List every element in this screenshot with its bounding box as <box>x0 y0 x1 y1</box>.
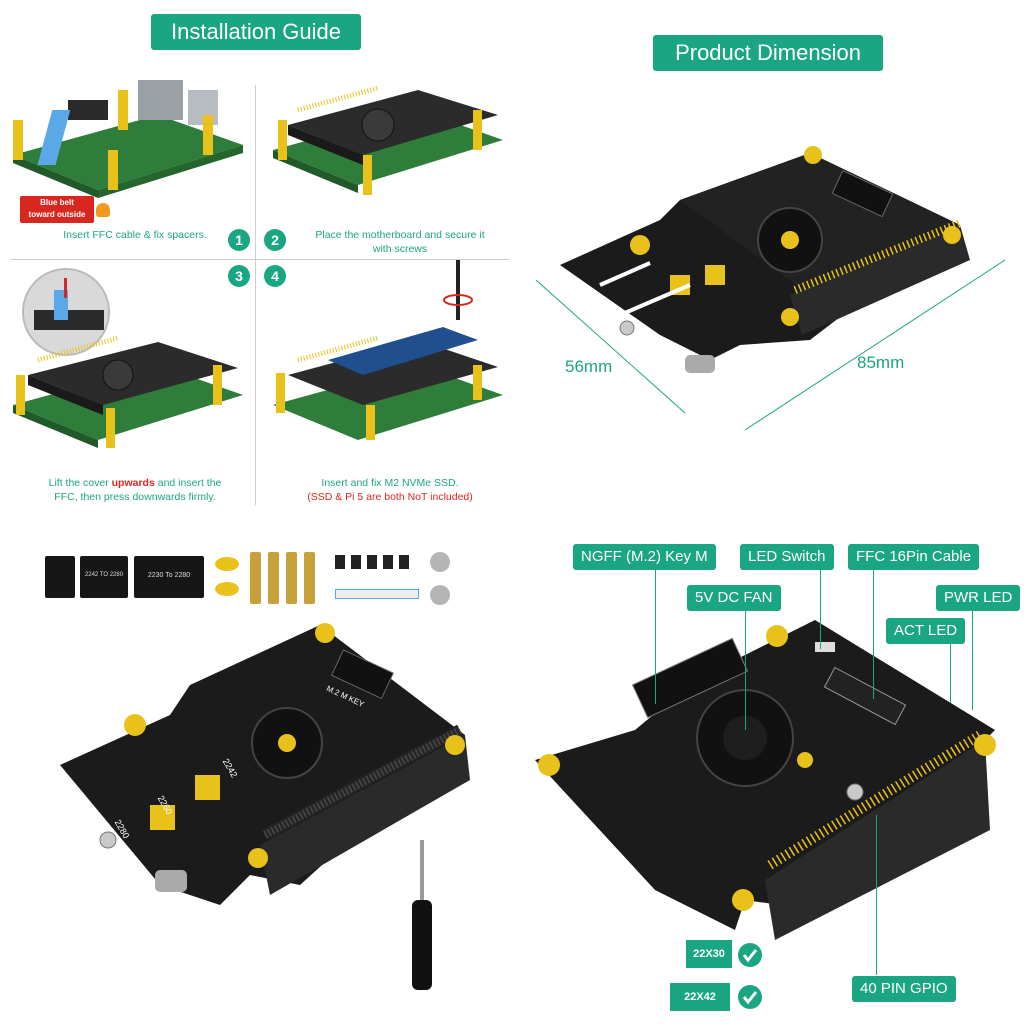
feature-board-illustration <box>535 620 996 940</box>
callout-act-led: ACT LED <box>886 618 966 644</box>
step-4-number: 4 <box>264 265 286 287</box>
step-4-caption: Insert and fix M2 NVMe SSD. (SSD & Pi 5 … <box>270 476 510 504</box>
guide-divider-vertical <box>255 85 256 505</box>
dimension-board-illustration <box>535 146 1006 431</box>
step-4-caption-line2: (SSD & Pi 5 are both NoT included) <box>307 491 473 503</box>
ffc-cable <box>335 589 419 599</box>
warning-label-line2: toward outside <box>28 210 86 219</box>
brass-standoff-4 <box>304 552 315 604</box>
silver-screw-2 <box>430 585 450 605</box>
callout-led-switch: LED Switch <box>740 544 834 570</box>
step-2-caption: Place the motherboard and secure it with… <box>300 228 500 256</box>
step-4-caption-line1: Insert and fix M2 NVMe SSD. <box>321 477 459 489</box>
step2-illustration <box>273 85 503 195</box>
ngff-leader-line <box>655 569 656 704</box>
brass-standoff-1 <box>250 552 261 604</box>
step4-illustration <box>273 260 503 440</box>
silver-screw-1 <box>430 552 450 572</box>
adapter-2230-label: 2230 To 2280 <box>147 572 191 579</box>
adapter-2242-label: 2242 TO 2280 <box>84 572 124 578</box>
fan-leader-line <box>745 610 746 730</box>
step-3-number: 3 <box>228 265 250 287</box>
screwdriver-handle <box>412 900 432 990</box>
step3-illustration <box>13 335 243 448</box>
checkmark-icon <box>738 943 762 967</box>
product-dimension-title: Product Dimension <box>653 35 883 71</box>
step-2-number: 2 <box>264 229 286 251</box>
checkmark-icon <box>738 985 762 1009</box>
installation-guide-title: Installation Guide <box>151 14 361 50</box>
step-2-caption-line1: Place the motherboard and secure it <box>315 229 485 241</box>
callout-ffc: FFC 16Pin Cable <box>848 544 980 570</box>
act-led-leader-line <box>950 643 951 703</box>
screwdriver-shaft <box>420 840 424 910</box>
width-dimension-label: 56mm <box>565 357 613 376</box>
package-board-illustration <box>60 623 470 905</box>
step-3-caption-line1: Lift the cover upwards and insert the <box>48 477 222 489</box>
warning-label-line1: Blue belt <box>40 198 74 207</box>
led-switch-leader-line <box>820 569 821 649</box>
step1-illustration <box>13 80 243 198</box>
step-3-caption: Lift the cover upwards and insert the FF… <box>20 476 250 504</box>
support-badge-22x30: 22X30 <box>686 940 732 968</box>
black-screws <box>335 555 415 569</box>
warning-bell-icon <box>96 203 110 217</box>
gold-washer-1 <box>215 557 239 571</box>
step-1-caption: Insert FFC cable & fix spacers. <box>63 229 207 241</box>
adapter-plate-2242: 2242 TO 2280 <box>80 556 128 598</box>
gpio-leader-line <box>876 815 877 975</box>
blue-belt-warning-label: Blue belt toward outside <box>20 196 94 223</box>
callout-fan: 5V DC FAN <box>687 585 781 611</box>
step-3-caption-line2: FFC, then press downwards firmly. <box>54 491 216 503</box>
length-dimension-label: 85mm <box>857 353 905 372</box>
callout-ngff: NGFF (M.2) Key M <box>573 544 716 570</box>
step-2-caption-line2: with screws <box>372 243 428 255</box>
brass-standoff-3 <box>286 552 297 604</box>
ffc-leader-line <box>873 569 874 699</box>
pwr-led-leader-line <box>972 610 973 710</box>
callout-gpio: 40 PIN GPIO <box>852 976 956 1002</box>
gold-washer-2 <box>215 582 239 596</box>
step3-zoom-inset <box>22 268 110 356</box>
brass-standoff-2 <box>268 552 279 604</box>
adapter-plate-2230-long: 2230 To 2280 <box>134 556 204 598</box>
callout-pwr-led: PWR LED <box>936 585 1021 611</box>
adapter-plate-2230 <box>45 556 75 598</box>
step-1-number: 1 <box>228 229 250 251</box>
support-badge-22x42: 22X42 <box>670 983 730 1011</box>
guide-divider-horizontal <box>10 259 510 260</box>
